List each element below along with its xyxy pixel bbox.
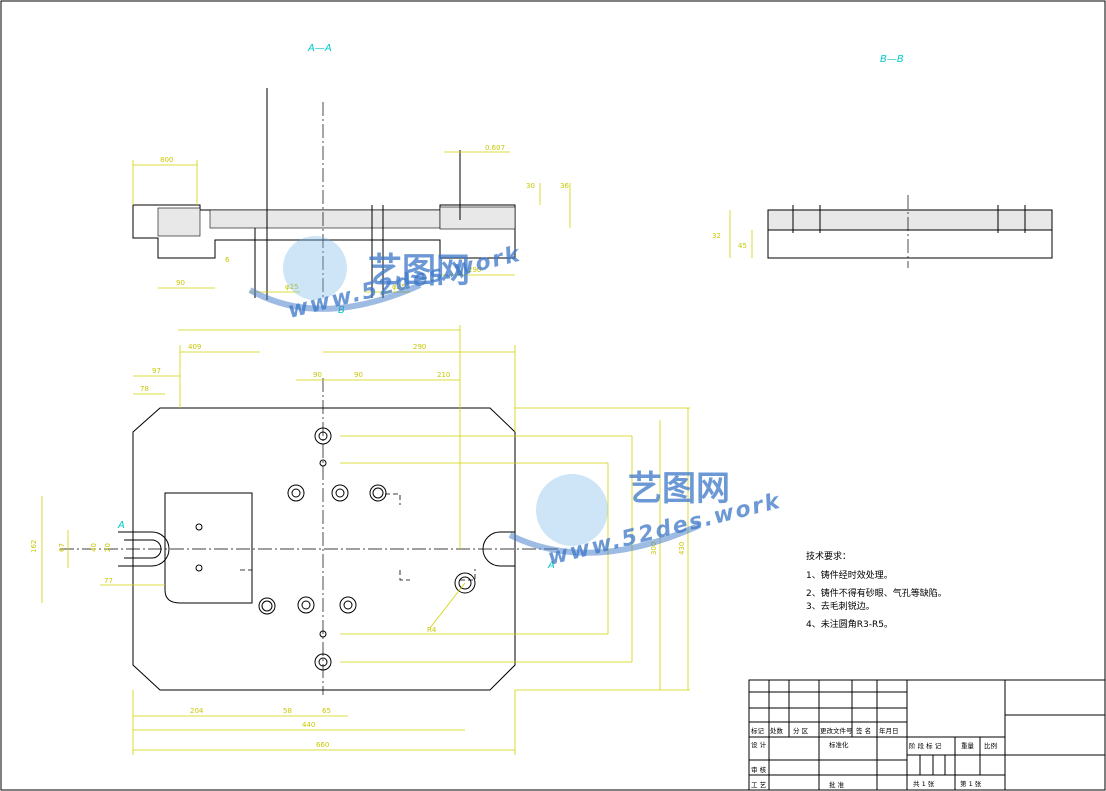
section-aa-hatch [157, 207, 201, 237]
tb-review: 审 核 [751, 765, 767, 774]
plan-slot-right [482, 531, 515, 567]
tb-label-count: 处数 [770, 726, 784, 735]
tb-label-sign: 签 名 [856, 726, 871, 735]
tb-label-change-doc: 更改文件号 [820, 726, 853, 735]
section-bb-profile [767, 230, 1053, 259]
dim-aa-phi25-left: φ25 [285, 283, 299, 291]
section-aa-hatch [209, 209, 441, 229]
dim-bb-32: 32 [712, 232, 721, 240]
watermark-brand: 艺图网 [368, 251, 470, 291]
plan-pocket [164, 492, 253, 604]
tb-standard: 标准化 [829, 740, 849, 749]
tb-design: 设 计 [751, 740, 767, 749]
dim-plan-58: 58 [283, 707, 292, 715]
section-aa-label: A—A [307, 43, 332, 54]
dim-aa-30: 30 [526, 182, 535, 190]
watermark-mid: 艺图网 www.52des.work [508, 469, 784, 571]
dim-plan-65: 65 [322, 707, 331, 715]
dim-aa-phi25-right: φ25 [392, 283, 406, 291]
dim-aa-800: 800 [160, 156, 173, 164]
section-bb-label: B—B [880, 54, 904, 65]
dim-aa-36: 36 [560, 182, 569, 190]
plan-holes [195, 427, 476, 671]
watermark-globe-icon [283, 236, 347, 300]
tb-label-date: 年月日 [879, 726, 899, 735]
dim-aa-0607: 0.607 [485, 144, 505, 152]
dim-plan-210: 210 [437, 371, 450, 379]
notes-title: 技术要求： [806, 550, 851, 562]
dim-aa-290: 290 [468, 266, 481, 274]
dim-plan-430: 430 [678, 542, 686, 555]
dim-plan-78: 78 [140, 385, 149, 393]
tb-weight: 重量 [961, 742, 975, 750]
cut-label-a-left: A [117, 520, 125, 531]
plan-hidden-lines [240, 493, 476, 581]
tb-craft: 工 艺 [751, 781, 767, 789]
watermark-top: 艺图网 www.52des.work [248, 236, 524, 324]
dim-plan-r4: R4 [427, 626, 437, 634]
tb-label-mark: 标记 [751, 726, 765, 735]
dim-plan-162: 162 [30, 540, 38, 553]
dim-plan-204: 204 [190, 707, 204, 715]
dim-plan-660: 660 [316, 741, 329, 749]
tb-approve: 批 准 [829, 780, 845, 789]
plan-view: 409 290 210 90 90 97 78 50 162 67 40 20 … [30, 325, 690, 755]
note-item-3: 3、去毛刺锐边。 [806, 600, 875, 612]
watermark-globe-icon [536, 474, 608, 546]
dim-plan-20: 20 [104, 543, 112, 552]
title-block: 标记 处数 分 区 更改文件号 签 名 年月日 设 计 标准化 审 核 工 艺 … [748, 679, 1106, 791]
section-aa-hatch [439, 206, 516, 230]
dim-plan-440: 440 [302, 721, 315, 729]
dim-plan-290: 290 [413, 343, 426, 351]
tb-stage: 阶 段 标 记 [909, 741, 942, 750]
note-item-2: 2、铸件不得有砂眼、气孔等缺陷。 [806, 587, 947, 599]
dim-aa-6: 6 [225, 256, 230, 264]
tb-label-zone: 分 区 [793, 726, 809, 735]
dim-plan-40: 40 [90, 543, 98, 552]
dim-plan-77: 77 [104, 577, 113, 585]
technical-notes: 技术要求： 1、铸件经时效处理。 2、铸件不得有砂眼、气孔等缺陷。 3、去毛刺锐… [806, 550, 947, 630]
section-aa-view: A—A 800 0.607 30 36 6 90 φ25 φ25 290 B [132, 43, 571, 316]
plan-slot-left-inner [124, 539, 162, 559]
dim-plan-300: 300 [650, 542, 658, 555]
section-bb-hatch [767, 209, 1053, 231]
tb-sheets-total: 共 1 张 [913, 779, 935, 788]
watermark-brand: 艺图网 [628, 469, 730, 509]
tb-sheet-no: 第 1 张 [960, 779, 982, 788]
dim-plan-97: 97 [152, 367, 161, 375]
dim-bb-45: 45 [738, 242, 747, 250]
dim-plan-67: 67 [58, 543, 66, 552]
dim-plan-409: 409 [188, 343, 201, 351]
plan-slot-left [118, 531, 170, 567]
note-item-4: 4、未注圆角R3-R5。 [806, 618, 893, 630]
plan-outline [132, 407, 516, 691]
section-bb-view: B—B 32 45 [712, 54, 1053, 268]
dim-aa-90: 90 [176, 279, 185, 287]
cut-label-a-right: A [547, 560, 555, 571]
tb-scale: 比例 [984, 741, 997, 750]
dim-plan-90a: 90 [313, 371, 322, 379]
dim-plan-90b: 90 [354, 371, 363, 379]
note-item-1: 1、铸件经时效处理。 [806, 569, 893, 581]
